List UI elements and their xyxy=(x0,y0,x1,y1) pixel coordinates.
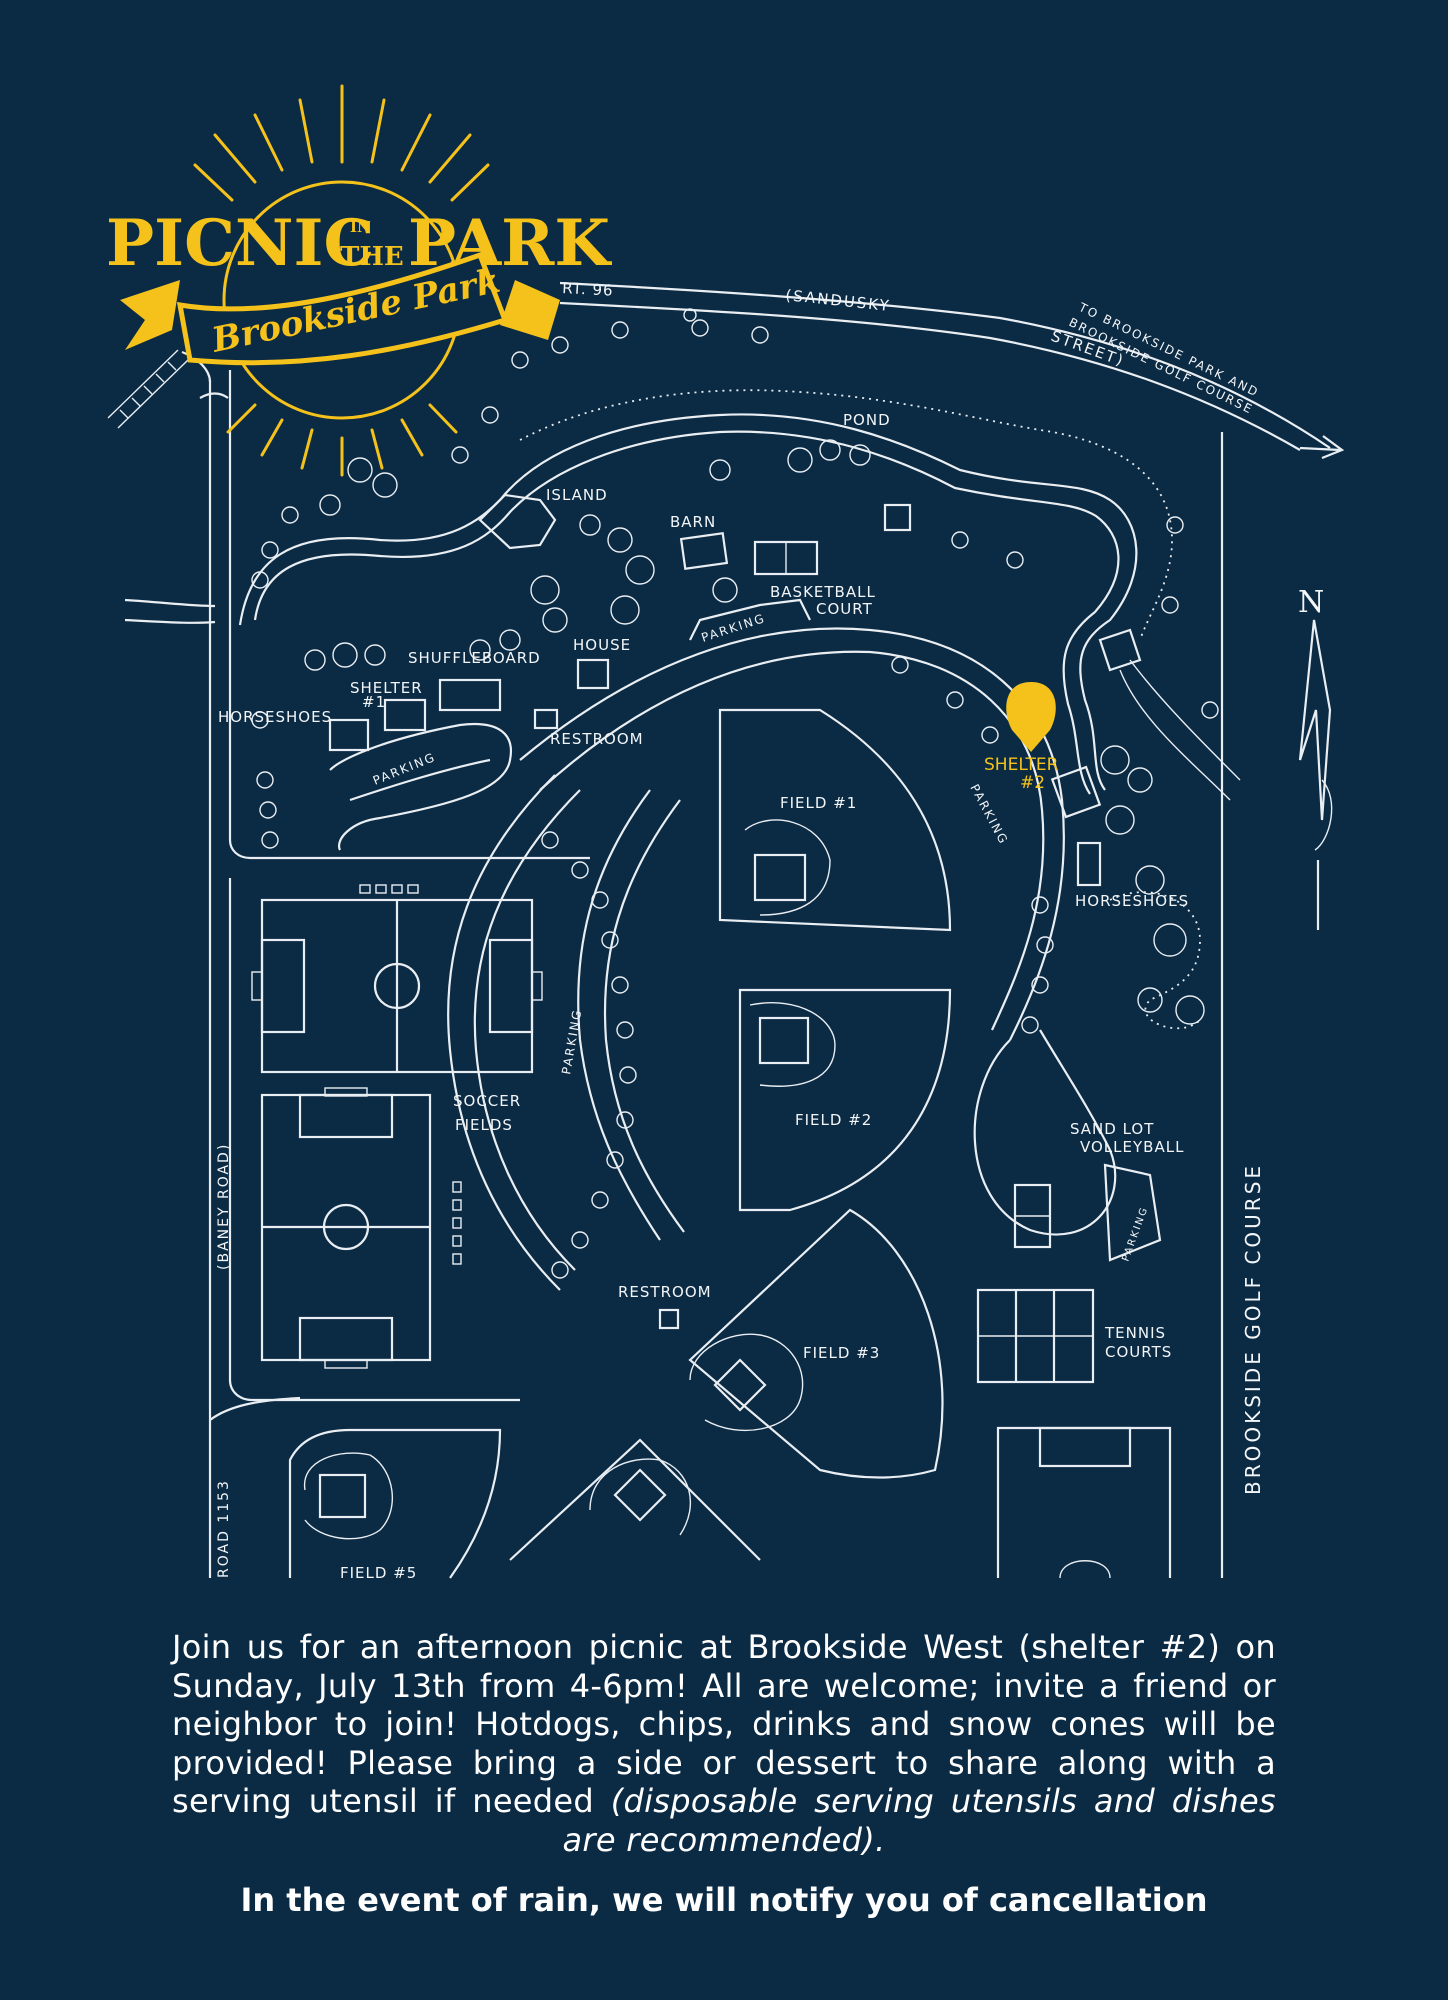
label-soccer: SOCCER xyxy=(453,1092,521,1110)
logo-banner xyxy=(176,251,509,366)
label-restroom-mid: RESTROOM xyxy=(618,1283,712,1301)
logo-title-picnic: PICNIC xyxy=(106,206,374,281)
label-horseshoes-right: HORSESHOES xyxy=(1075,892,1189,910)
label-volleyball: VOLLEYBALL xyxy=(1080,1138,1184,1156)
park-roads xyxy=(329,598,1162,1291)
label-sandlot: SAND LOT xyxy=(1070,1120,1154,1138)
event-description-italic: (disposable serving utensils and dishes … xyxy=(562,1782,1277,1859)
label-rt96: RT. 96 xyxy=(562,279,614,300)
map-labels: RT. 96 (SANDUSKY STREET) TO BROOKSIDE PA… xyxy=(216,279,1265,1580)
marker-label-num: #2 xyxy=(1020,773,1045,793)
label-field2: FIELD #2 xyxy=(795,1111,872,1129)
logo-title-in: IN xyxy=(350,218,371,236)
trail xyxy=(1109,891,1201,1030)
picnic-logo: PICNIC IN THE PARK Brookside Park xyxy=(106,84,612,477)
park-map: RT. 96 (SANDUSKY STREET) TO BROOKSIDE PA… xyxy=(106,84,1345,1580)
event-description-main: Join us for an afternoon picnic at Brook… xyxy=(172,1628,1276,1820)
marker-label: SHELTER xyxy=(984,755,1059,775)
label-courts: COURTS xyxy=(1105,1343,1172,1361)
label-barn: BARN xyxy=(670,513,716,531)
pond xyxy=(238,389,1241,801)
label-to-brookside-2: BROOKSIDE GOLF COURSE xyxy=(1067,315,1256,417)
label-parking-volley: PARKING xyxy=(1120,1205,1150,1263)
label-field5: FIELD #5 xyxy=(340,1564,417,1580)
label-tennis: TENNIS xyxy=(1104,1324,1166,1342)
label-golf-course: BROOKSIDE GOLF COURSE xyxy=(1241,1163,1265,1495)
label-field3: FIELD #3 xyxy=(803,1344,880,1362)
label-shuffleboard: SHUFFLEBOARD xyxy=(408,649,541,667)
label-parking-curve: PARKING xyxy=(967,782,1011,847)
location-pin-icon[interactable] xyxy=(1006,682,1056,752)
label-horseshoes-left: HORSESHOES xyxy=(218,708,332,726)
label-parking-top: PARKING xyxy=(700,611,768,645)
label-restroom-top: RESTROOM xyxy=(550,730,644,748)
label-shelter1-num: #1 xyxy=(362,693,386,711)
label-pond: POND xyxy=(843,411,891,429)
label-baney-road: (BANEY ROAD) xyxy=(216,1143,232,1270)
logo-title-the: THE xyxy=(340,242,404,272)
trees xyxy=(251,308,1219,1279)
label-house: HOUSE xyxy=(573,636,631,654)
label-shelter1: SHELTER xyxy=(350,679,423,697)
roads xyxy=(107,281,1345,1578)
label-island: ISLAND xyxy=(546,486,608,504)
label-field1: FIELD #1 xyxy=(780,794,857,812)
label-sandusky: (SANDUSKY xyxy=(785,286,892,315)
label-fields: FIELDS xyxy=(455,1116,513,1134)
label-court: COURT xyxy=(816,600,873,618)
shelter-2-marker[interactable]: SHELTER #2 xyxy=(984,682,1059,793)
north-label: N xyxy=(1298,585,1325,620)
north-arrow: N xyxy=(1298,585,1333,930)
event-description: Join us for an afternoon picnic at Brook… xyxy=(172,1628,1276,1859)
label-road-1153: ROAD 1153 xyxy=(216,1479,232,1578)
logo-ribbon xyxy=(120,280,560,350)
sun-rays-icon xyxy=(193,84,490,477)
rain-note: In the event of rain, we will notify you… xyxy=(240,1881,1208,1919)
fields xyxy=(251,503,1172,1579)
label-basketball: BASKETBALL xyxy=(770,583,876,601)
event-info: Join us for an afternoon picnic at Brook… xyxy=(172,1628,1276,1919)
